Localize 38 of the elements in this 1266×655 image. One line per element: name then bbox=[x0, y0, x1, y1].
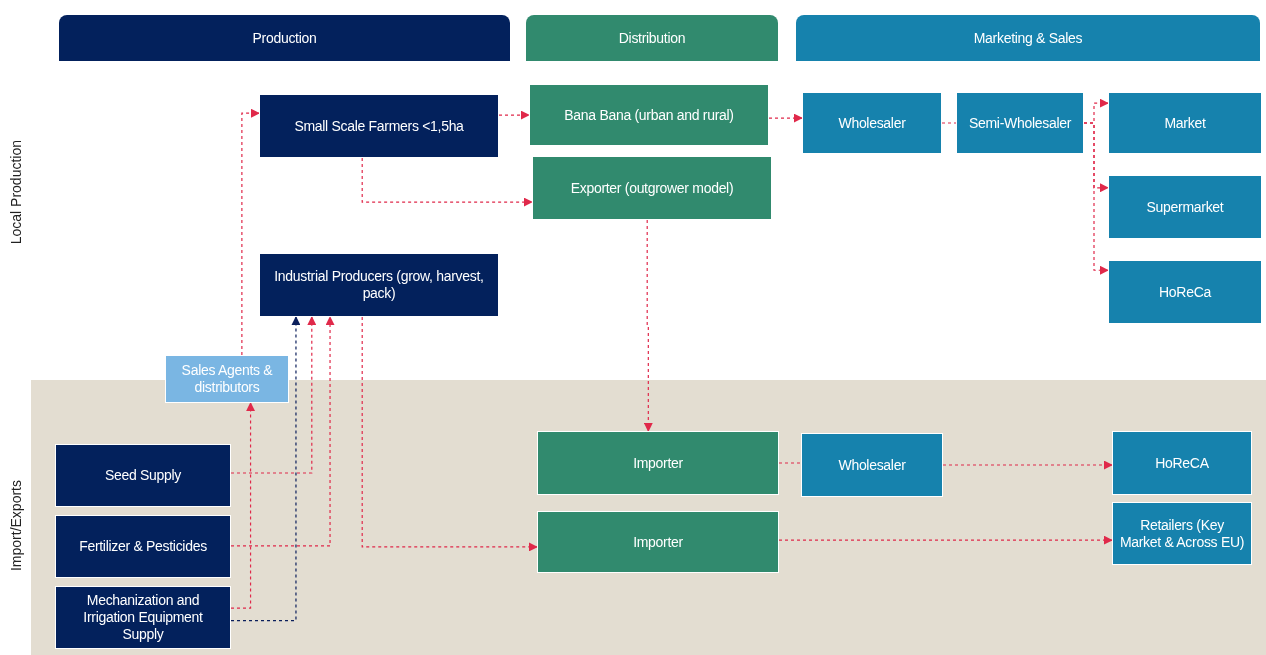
process-box: Supermarket bbox=[1108, 175, 1262, 239]
process-box: Retailers (Key Market & Across EU) bbox=[1112, 502, 1252, 565]
process-box: Mechanization and Irrigation Equipment Supply bbox=[55, 586, 231, 649]
process-box: Small Scale Farmers <1,5ha bbox=[259, 94, 499, 158]
arrow bbox=[1083, 122, 1109, 275]
process-box: Wholesaler bbox=[801, 433, 943, 497]
process-box: HoReCa bbox=[1108, 260, 1262, 324]
column-header: Marketing & Sales bbox=[796, 15, 1260, 61]
column-header: Distribution bbox=[526, 15, 778, 61]
connector-line bbox=[778, 462, 802, 464]
process-box: Wholesaler bbox=[802, 92, 942, 154]
process-box: Sales Agents & distributors bbox=[165, 355, 289, 403]
arrow bbox=[942, 460, 1113, 470]
process-box: Bana Bana (urban and rural) bbox=[529, 84, 769, 146]
lane-label: Import/Exports bbox=[8, 480, 24, 572]
arrow bbox=[230, 316, 335, 547]
process-box: Semi-Wholesaler bbox=[956, 92, 1084, 154]
arrow bbox=[498, 110, 530, 120]
arrow bbox=[768, 113, 803, 123]
arrow bbox=[778, 535, 1113, 545]
arrow bbox=[643, 219, 653, 432]
connector-line bbox=[941, 122, 957, 124]
process-box: Market bbox=[1108, 92, 1262, 154]
arrow bbox=[230, 316, 317, 474]
process-box: Importer bbox=[537, 511, 779, 573]
column-header: Production bbox=[59, 15, 510, 61]
arrow bbox=[230, 402, 256, 609]
process-box: Exporter (outgrower model) bbox=[532, 156, 772, 220]
arrow bbox=[241, 108, 260, 356]
process-box: Seed Supply bbox=[55, 444, 231, 507]
process-box: Fertilizer & Pesticides bbox=[55, 515, 231, 578]
lane-label: Local Production bbox=[8, 140, 24, 245]
process-box: Importer bbox=[537, 431, 779, 495]
process-box: Industrial Producers (grow, harvest, pack) bbox=[259, 253, 499, 317]
process-box: HoReCA bbox=[1112, 431, 1252, 495]
arrow bbox=[230, 316, 301, 622]
arrow bbox=[361, 157, 533, 207]
arrow bbox=[361, 316, 538, 552]
